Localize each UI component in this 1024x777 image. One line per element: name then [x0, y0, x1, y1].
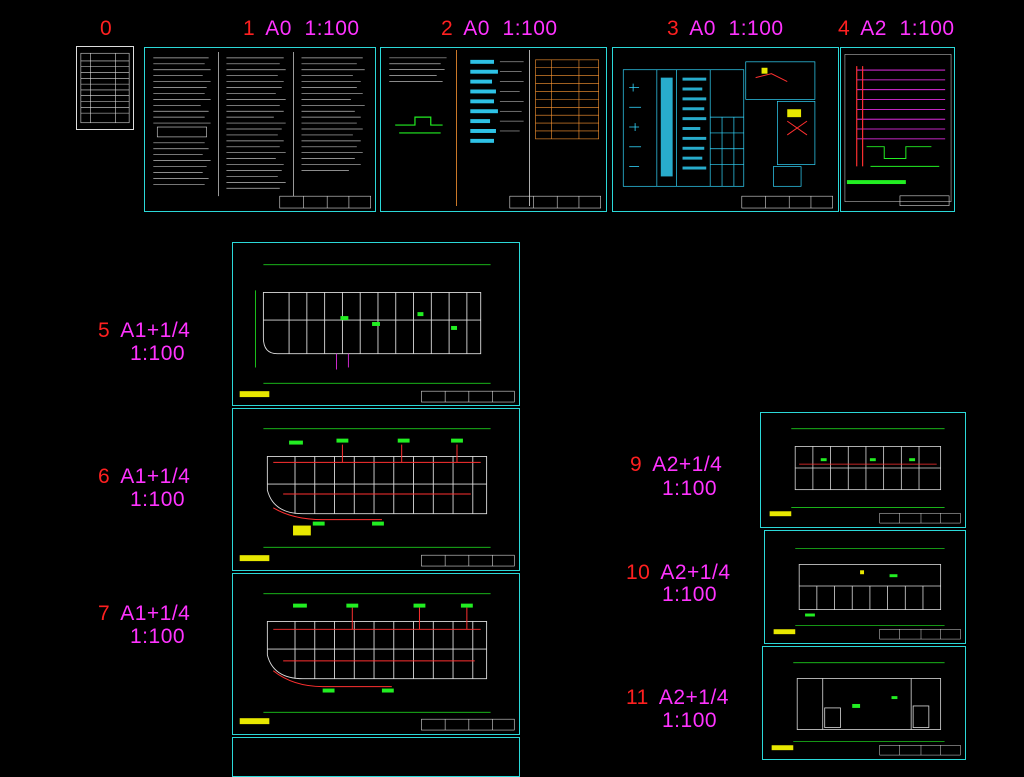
sheet-number: 7	[98, 602, 111, 625]
sheet-number: 4	[838, 17, 851, 40]
sheet-scale-5: 1:100	[130, 342, 186, 365]
sheet-number: 3	[667, 17, 680, 40]
sheet-format: A2+1/4	[652, 453, 723, 476]
sheet-scale-7: 1:100	[130, 625, 186, 648]
riser-drawing	[844, 54, 952, 206]
sheet-10-floor-plan[interactable]	[764, 530, 966, 644]
sheet-format: A2	[860, 17, 887, 40]
legend-drawing	[389, 49, 601, 209]
sheet-8-partial[interactable]	[232, 737, 520, 777]
sheet-scale: 1:100	[728, 17, 784, 40]
floor-plan-drawing	[771, 662, 961, 756]
sheet-format: A2+1/4	[658, 686, 729, 709]
wiring-plan-drawing	[239, 428, 515, 567]
sheet-5-floor-plan[interactable]	[232, 242, 520, 406]
sheet-label-2: 2 A0 1:100	[441, 18, 558, 40]
sheet-11-floor-plan[interactable]	[762, 646, 966, 760]
sheet-format: A1+1/4	[120, 602, 191, 625]
cover-table-drawing	[80, 52, 130, 124]
sheet-4-riser-diagram[interactable]	[840, 47, 955, 212]
sheet-7-wiring-plan[interactable]	[232, 573, 520, 735]
system-diagram-drawing	[622, 61, 833, 209]
sheet-number: 2	[441, 17, 454, 40]
sheet-format: A0	[463, 17, 490, 40]
sheet-2-legend[interactable]	[380, 47, 607, 212]
sheet-scale: 1:100	[899, 17, 955, 40]
sheet-0-cover[interactable]	[76, 46, 134, 130]
sheet-1-design-notes[interactable]	[144, 47, 376, 212]
floor-plan-drawing	[239, 264, 515, 403]
sheet-label-3: 3 A0 1:100	[667, 18, 784, 40]
sheet-scale-9: 1:100	[662, 477, 718, 500]
sheet-label-0: 0	[100, 18, 122, 40]
sheet-format: A2+1/4	[660, 561, 731, 584]
sheet-format: A0	[689, 17, 716, 40]
sheet-label-9: 9 A2+1/4	[630, 454, 722, 476]
sheet-label-1: 1 A0 1:100	[243, 18, 360, 40]
sheet-6-wiring-plan[interactable]	[232, 408, 520, 571]
sheet-scale: 1:100	[304, 17, 360, 40]
sheet-label-5: 5 A1+1/4	[98, 320, 190, 342]
sheet-scale-11: 1:100	[662, 709, 718, 732]
sheet-number: 11	[626, 686, 649, 709]
sheet-scale: 1:100	[502, 17, 558, 40]
sheet-format: A1+1/4	[120, 319, 191, 342]
sheet-label-6: 6 A1+1/4	[98, 466, 190, 488]
sheet-number: 6	[98, 465, 111, 488]
sheet-number: 5	[98, 319, 111, 342]
sheet-number: 0	[100, 17, 113, 40]
sheet-number: 9	[630, 453, 643, 476]
notes-drawing	[153, 51, 371, 209]
floor-plan-drawing	[769, 428, 961, 524]
sheet-format: A1+1/4	[120, 465, 191, 488]
sheet-scale-6: 1:100	[130, 488, 186, 511]
sheet-scale-10: 1:100	[662, 583, 718, 606]
sheet-9-floor-plan[interactable]	[760, 412, 966, 528]
sheet-label-4: 4 A2 1:100	[838, 18, 955, 40]
sheet-format: A0	[265, 17, 292, 40]
sheet-3-system-diagram[interactable]	[612, 47, 839, 212]
sheet-number: 1	[243, 17, 256, 40]
sheet-label-10: 10 A2+1/4	[626, 562, 731, 584]
floor-plan-drawing	[773, 548, 961, 640]
sheet-number: 10	[626, 561, 651, 584]
sheet-label-11: 11 A2+1/4	[626, 687, 729, 709]
wiring-plan-drawing	[239, 593, 515, 731]
sheet-label-7: 7 A1+1/4	[98, 603, 190, 625]
